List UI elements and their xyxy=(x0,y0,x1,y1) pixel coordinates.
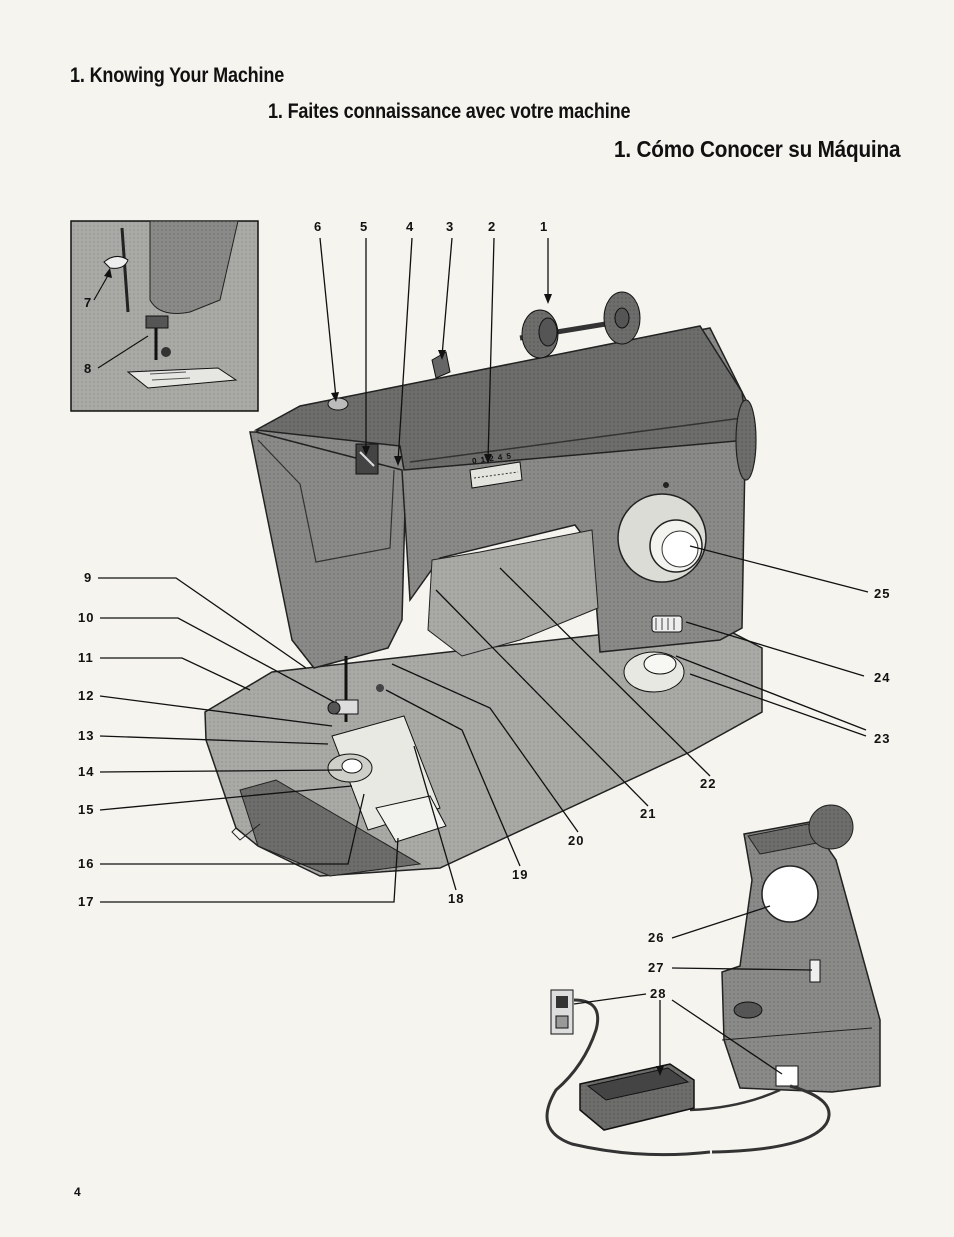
arrowheads xyxy=(104,268,664,1076)
callout-20: 20 xyxy=(568,833,585,848)
callout-13: 13 xyxy=(78,728,95,743)
leader-lines xyxy=(98,237,869,1075)
callout-5: 5 xyxy=(360,219,369,234)
callout-15: 15 xyxy=(78,802,95,817)
callout-28: 28 xyxy=(650,986,667,1001)
callout-14: 14 xyxy=(78,764,95,779)
sewing-machine xyxy=(204,291,763,877)
page-number: 4 xyxy=(74,1185,81,1199)
callout-25: 25 xyxy=(874,586,891,601)
callout-4: 4 xyxy=(406,219,415,234)
callout-1: 1 xyxy=(540,219,549,234)
callout-27: 27 xyxy=(648,960,665,975)
machine-side-view xyxy=(721,804,881,1093)
callout-3: 3 xyxy=(446,219,455,234)
title-english: 1. Knowing Your Machine xyxy=(70,64,285,87)
callout-18: 18 xyxy=(448,891,465,906)
callout-21: 21 xyxy=(640,806,657,821)
callout-8: 8 xyxy=(84,361,93,376)
callout-24: 24 xyxy=(874,670,891,685)
inset-detail xyxy=(70,220,259,412)
callout-17: 17 xyxy=(78,894,95,909)
callout-16: 16 xyxy=(78,856,95,871)
title-spanish: 1. Cómo Conocer su Máquina xyxy=(614,136,901,162)
title-french: 1. Faites connaissance avec votre machin… xyxy=(268,100,631,123)
callout-10: 10 xyxy=(78,610,95,625)
callout-9: 9 xyxy=(84,570,93,585)
foot-control xyxy=(545,989,831,1157)
callout-2: 2 xyxy=(488,219,497,234)
callout-12: 12 xyxy=(78,688,95,703)
callout-6: 6 xyxy=(314,219,323,234)
callout-23: 23 xyxy=(874,731,891,746)
callout-19: 19 xyxy=(512,867,529,882)
callout-7: 7 xyxy=(84,295,93,310)
callout-22: 22 xyxy=(700,776,717,791)
callout-26: 26 xyxy=(648,930,665,945)
callout-11: 11 xyxy=(78,650,94,665)
